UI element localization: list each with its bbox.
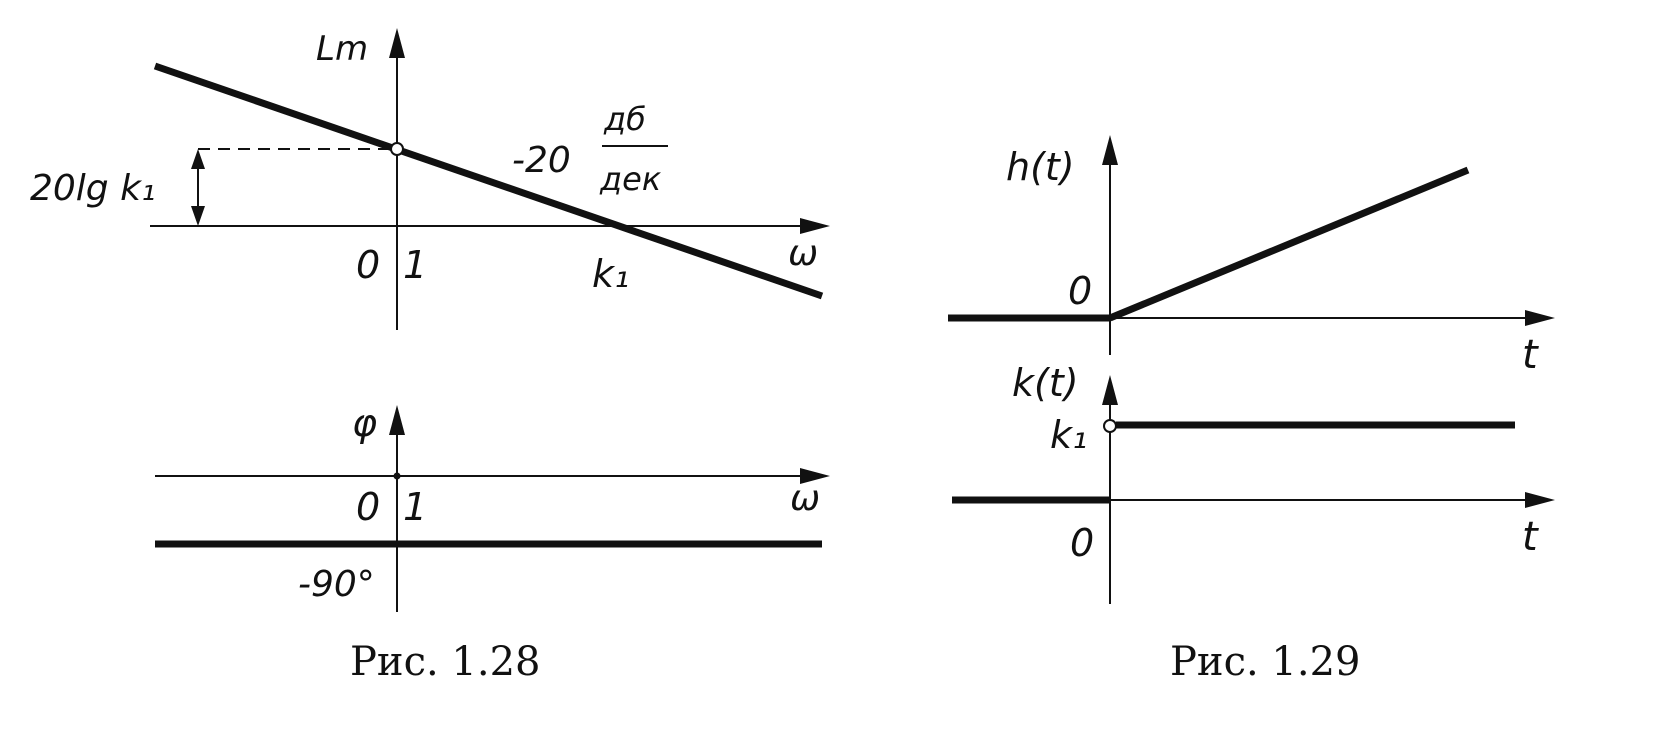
phase-plot: φ 0 1 ω -90° (155, 401, 830, 612)
lm-axis-arrow (389, 28, 405, 58)
impulse-level-label: k₁ (1050, 413, 1087, 457)
step-ramp-line (1108, 166, 1470, 322)
magnitude-omega-label: ω (788, 233, 818, 274)
h-label: h(t) (1006, 145, 1075, 189)
phi-label: φ (352, 401, 377, 445)
caption-128: Рис. 1.28 (350, 639, 540, 685)
gain-dimension-arrow-down (191, 206, 205, 226)
k-label: k(t) (1012, 361, 1079, 405)
k-axis-arrow (1102, 375, 1118, 405)
h-axis-arrow (1102, 135, 1118, 165)
magnitude-plot: Lm 20lg k₁ -20 дб дек 0 1 k₁ ω (30, 28, 830, 330)
impulse-level-point (1103, 419, 1117, 433)
phase-omega-label: ω (790, 478, 820, 519)
phase-one-label: 1 (403, 485, 427, 529)
gain-label: 20lg k₁ (30, 168, 155, 209)
crossover-label: k₁ (592, 252, 629, 296)
gain-dimension-arrow-up (191, 149, 205, 169)
slope-unit-denominator: дек (599, 160, 662, 198)
impulse-t-axis-arrow (1525, 492, 1555, 508)
step-origin-label: 0 (1068, 269, 1092, 313)
magnitude-one-label: 1 (403, 243, 427, 287)
step-response-plot: h(t) 0 t (948, 135, 1555, 378)
lm-label: Lm (316, 29, 368, 69)
step-t-label: t (1522, 332, 1539, 378)
impulse-t-label: t (1522, 514, 1539, 560)
phase-value-label: -90° (298, 564, 375, 605)
impulse-response-plot: k(t) k₁ 0 t (952, 361, 1555, 604)
phi-axis-arrow (389, 405, 405, 435)
phase-origin-label: 0 (356, 485, 380, 529)
slope-line (153, 62, 824, 300)
slope-unit-numerator: дб (603, 100, 646, 138)
step-t-axis-arrow (1525, 310, 1555, 326)
phase-origin-dot (393, 472, 401, 480)
phase-omega-axis-arrow (800, 468, 830, 484)
omega-axis-arrow (800, 218, 830, 234)
magnitude-origin-label: 0 (356, 243, 380, 287)
slope-label: -20 (512, 140, 571, 181)
gain-point (390, 142, 404, 156)
caption-129: Рис. 1.29 (1170, 639, 1360, 685)
impulse-origin-label: 0 (1070, 521, 1094, 565)
